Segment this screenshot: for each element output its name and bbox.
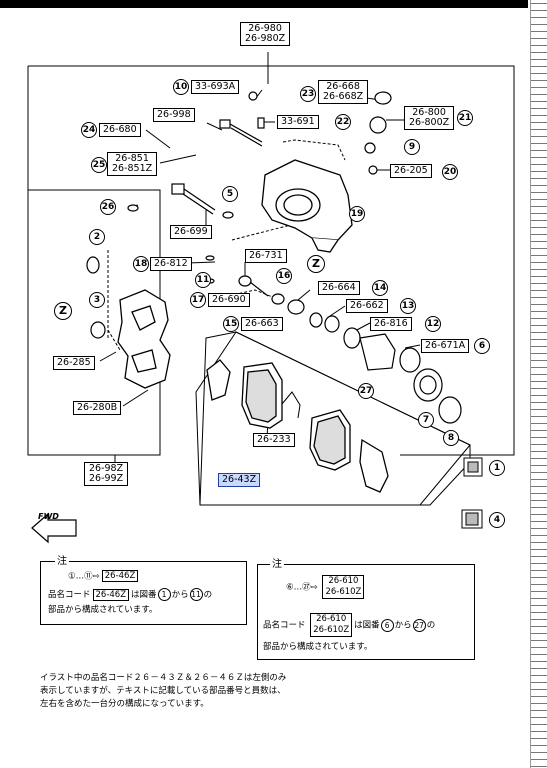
- callout-15: 15: [223, 316, 239, 332]
- callout-14: 14: [372, 280, 388, 296]
- reference-z-upper: Z: [307, 255, 325, 273]
- callout-8: 8: [443, 430, 459, 446]
- note-left-line1: ①…⑪⇨26-46Z: [68, 570, 140, 583]
- callout-11: 11: [195, 272, 211, 288]
- callout-26: 26: [100, 199, 116, 215]
- part-label-26-671A: 26-671A: [421, 339, 470, 353]
- top-bar: [0, 0, 528, 8]
- part-label-26-285: 26-285: [53, 356, 95, 370]
- callout-10: 10: [173, 79, 189, 95]
- callout-12: 12: [425, 316, 441, 332]
- note-box-left: [40, 561, 247, 625]
- callout-25: 25: [91, 157, 107, 173]
- callout-2: 2: [89, 229, 105, 245]
- callout-13: 13: [400, 298, 416, 314]
- part-label-26-816: 26-816: [370, 317, 412, 331]
- note-left-line3: 部品から構成されています。: [48, 605, 158, 615]
- note-right-title: 注: [270, 555, 284, 570]
- callout-22: 22: [335, 114, 351, 130]
- callout-21: 21: [457, 110, 473, 126]
- part-label-26-205: 26-205: [390, 164, 432, 178]
- callout-1: 1: [489, 460, 505, 476]
- part-label-26-731: 26-731: [245, 249, 287, 263]
- callout-7: 7: [418, 412, 434, 428]
- reference-z-lower: Z: [54, 302, 72, 320]
- footer-note: イラスト中の品名コード２６－４３Ｚ＆２６－４６Ｚは左側のみ 表示していますが、テ…: [40, 673, 287, 709]
- callout-23: 23: [300, 86, 316, 102]
- part-label-26-663: 26-663: [241, 317, 283, 331]
- callout-27: 27: [358, 383, 374, 399]
- callout-6: 6: [474, 338, 490, 354]
- part-label-26-812: 26-812: [150, 257, 192, 271]
- note-box-right: [257, 564, 475, 660]
- callout-19: 19: [349, 206, 365, 222]
- callout-5: 5: [222, 186, 238, 202]
- callout-24: 24: [81, 122, 97, 138]
- page-edge: [530, 0, 547, 768]
- part-label-33-691: 33-691: [277, 115, 319, 129]
- part-label-26-664: 26-664: [318, 281, 360, 295]
- part-label-26-680: 26-680: [99, 123, 141, 137]
- note-left-title: 注: [55, 552, 69, 567]
- part-label-26-233: 26-233: [253, 433, 295, 447]
- callout-20: 20: [442, 164, 458, 180]
- part-label-26-662: 26-662: [346, 299, 388, 313]
- callout-3: 3: [89, 292, 105, 308]
- callout-9: 9: [404, 139, 420, 155]
- part-label-26-699: 26-699: [170, 225, 212, 239]
- callout-4: 4: [489, 512, 505, 528]
- part-label-26-280B: 26-280B: [73, 401, 122, 415]
- fwd-arrow-label: FWD: [38, 512, 59, 521]
- callout-18: 18: [133, 256, 149, 272]
- part-label-26-43Z[interactable]: 26-43Z: [218, 473, 261, 487]
- note-right-line3: 部品から構成されています。: [263, 642, 373, 652]
- part-label-26-690: 26-690: [208, 293, 250, 307]
- part-label-26-998: 26-998: [153, 108, 195, 122]
- part-label-33-693A: 33-693A: [191, 80, 240, 94]
- callout-17: 17: [190, 292, 206, 308]
- callout-16: 16: [276, 268, 292, 284]
